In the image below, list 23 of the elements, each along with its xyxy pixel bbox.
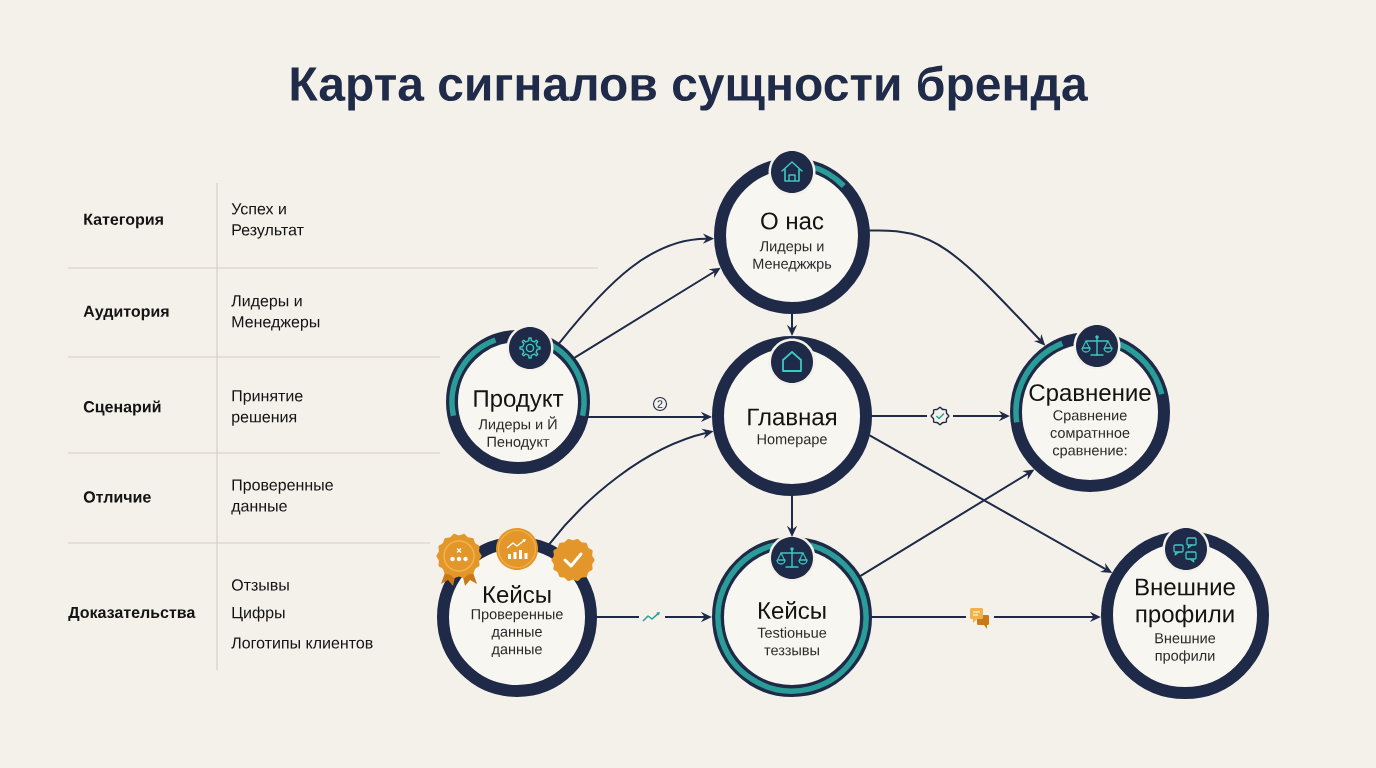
node-description: Лидеры и Менеджжрь [753,241,832,272]
node-description: Homepape [757,434,827,448]
row-label: Категория [84,213,163,229]
row-value: Лидеры и Менеджеры [231,295,320,331]
node-title: Продукт [474,390,564,412]
row-value: Проверенные данные [231,479,333,515]
row-label: Доказательства [68,606,196,622]
row-value: Принятие решения [232,390,303,426]
node-title: Главная [748,408,836,426]
row-value: Цифры [232,606,285,622]
node-description: Testiоньue теззывы [757,627,827,656]
row-value: Логотипы клиентов [231,637,373,649]
row-value: Отзывы [231,579,289,591]
node-description: Сравнение сомратнное сравнение: [1050,410,1130,459]
node-title: Кейсы [759,600,826,619]
node-description: Лидеры и Й Пенодукт [478,416,557,450]
row-label: Аудитория [83,305,169,321]
node-title: О нас [761,212,824,230]
node-title: Сравнение [1029,384,1151,406]
row-value: Успех и Результат [231,203,304,239]
title: Карта сигналов сущности бренда [291,65,1088,111]
row-label: Отличие [83,491,151,503]
row-label: Сценарий [83,400,161,416]
